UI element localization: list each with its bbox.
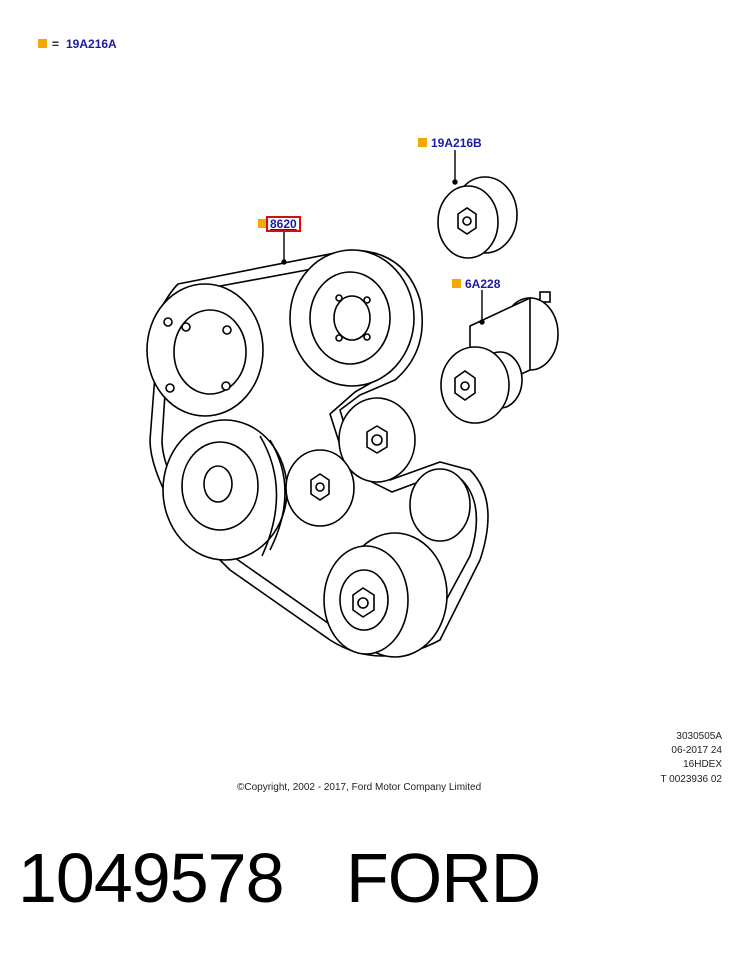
callout-19a216b[interactable]: 19A216B: [431, 136, 482, 150]
part-number: 1049578: [18, 839, 285, 917]
legend-code[interactable]: 19A216A: [66, 37, 117, 51]
meta-line-1: 3030505A: [676, 731, 722, 742]
brand-name: FORD: [346, 839, 541, 917]
meta-line-2: 06-2017 24: [671, 745, 722, 756]
right-idler-pulley: [409, 468, 471, 542]
callout-marker-icon: [258, 219, 267, 228]
callout-8620-belt[interactable]: 8620: [266, 216, 301, 232]
callout-6a228[interactable]: 6A228: [465, 277, 501, 291]
legend-equals: =: [52, 37, 60, 51]
callout-marker-icon: [452, 279, 461, 288]
belt-drive-diagram: [146, 150, 559, 658]
tensioner-6a228: [440, 291, 559, 424]
copyright-text: ©Copyright, 2002 - 2017, Ford Motor Comp…: [237, 782, 482, 793]
meta-line-4: T 0023936 02: [660, 774, 722, 785]
legend-marker-icon: [38, 39, 47, 48]
idler-pulley-19a216b: [437, 176, 518, 259]
meta-line-3: 16HDEX: [683, 759, 722, 770]
callout-marker-icon: [418, 138, 427, 147]
